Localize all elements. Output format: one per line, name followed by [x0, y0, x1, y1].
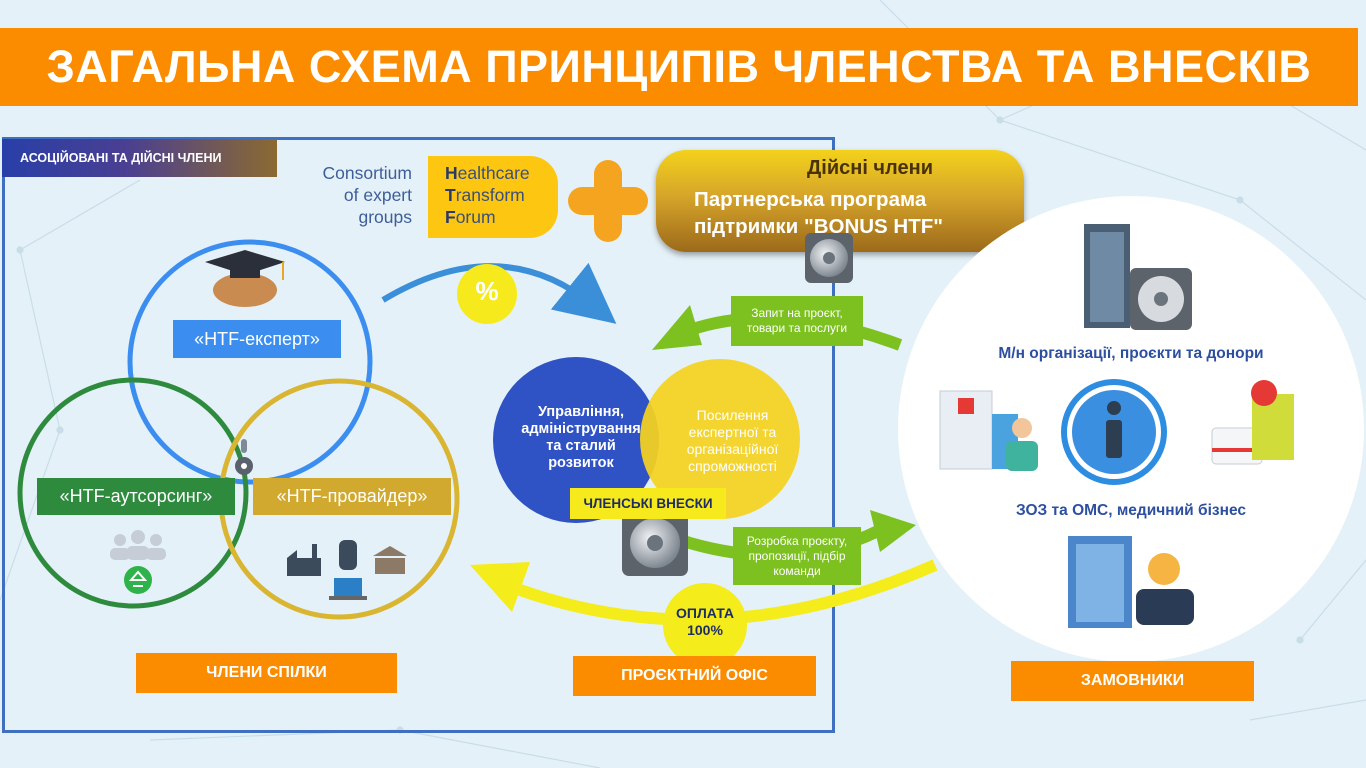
- gear-person-icon: [235, 439, 253, 475]
- htf-initial: T: [445, 185, 456, 205]
- htf-word: orum: [455, 207, 496, 227]
- people-icon: [110, 530, 166, 560]
- percent-text: %: [475, 276, 499, 306]
- capacity-line: експертної та: [688, 424, 777, 440]
- office-tower-icon: [1084, 224, 1130, 328]
- office-circle-management: [493, 357, 659, 523]
- doctor-icon: [1006, 418, 1038, 471]
- capacity-text: Посилення експертної та організаційної с…: [660, 407, 805, 475]
- htf-initial: F: [445, 207, 456, 227]
- payment-text: ОПЛАТА 100%: [665, 605, 745, 639]
- htf-provider-label: «HTF-провайдер»: [253, 478, 451, 515]
- management-line: та сталий: [546, 438, 616, 454]
- capacity-line: Посилення: [696, 407, 769, 423]
- safe-icon: [805, 233, 853, 283]
- customers-label: ЗАМОВНИКИ: [1011, 661, 1254, 701]
- request-arrow-head: [652, 305, 702, 350]
- recycle-icon: [124, 566, 152, 594]
- office-circle-capacity: [640, 359, 800, 519]
- develop-text: Розробка проєкту, пропозиції, підбір ком…: [733, 534, 861, 579]
- htf-outsourcing-label: «HTF-аутсорсинг»: [37, 478, 235, 515]
- capacity-line: організаційної: [686, 441, 779, 457]
- consortium-text: Consortium of expert groups: [292, 162, 412, 228]
- title-bar: ЗАГАЛЬНА СХЕМА ПРИНЦИПІВ ЧЛЕНСТВА ТА ВНЕ…: [0, 28, 1358, 106]
- info-icon: [1061, 379, 1167, 485]
- consortium-line: groups: [358, 207, 412, 227]
- request-box: [731, 296, 863, 346]
- htf-word: ransform: [455, 185, 525, 205]
- union-members-label: ЧЛЕНИ СПІЛКИ: [136, 653, 397, 693]
- develop-line: команди: [773, 564, 821, 578]
- intl-orgs-text: М/н організації, проєкти та донори: [998, 345, 1264, 362]
- graduation-cap-icon: [205, 250, 285, 307]
- payment-line: 100%: [687, 622, 723, 638]
- payment-arrow-head: [470, 562, 530, 612]
- bonus-program-text: Партнерська програма підтримки "BONUS HT…: [694, 186, 1014, 240]
- request-line: товари та послуги: [746, 321, 848, 335]
- request-line: Запит на проєкт,: [751, 306, 843, 320]
- management-line: Управління,: [537, 404, 625, 420]
- business-building-icon: [1068, 536, 1132, 628]
- page-title: ЗАГАЛЬНА СХЕМА ПРИНЦИПІВ ЧЛЕНСТВА ТА ВНЕ…: [46, 41, 1312, 92]
- capacity-line: спроможності: [688, 458, 777, 474]
- management-line: розвиток: [548, 455, 614, 471]
- gas-tank-icon: [339, 540, 357, 570]
- laptop-icon: [329, 578, 367, 600]
- health-orgs-text: ЗОЗ та ОМС, медичний бізнес: [1015, 502, 1247, 519]
- plus-icon-bar: [568, 187, 648, 215]
- develop-box: [733, 527, 861, 585]
- htf-word: ealthcare: [457, 163, 530, 183]
- membership-fees-label: ЧЛЕНСЬКІ ВНЕСКИ: [570, 488, 726, 519]
- venn-circle-expert: [127, 239, 373, 485]
- develop-line: Розробка проєкту,: [746, 534, 848, 548]
- factory-icon: [287, 544, 321, 576]
- htf-initial: H: [445, 163, 458, 183]
- bonus-line: Партнерська програма: [694, 188, 927, 211]
- customers-graphics: [939, 224, 1294, 628]
- request-text: Запит на проєкт, товари та послуги: [731, 306, 863, 336]
- venn-circle-outsourcing: [17, 377, 249, 609]
- management-line: адміністрування: [521, 421, 641, 437]
- consortium-line: of expert: [343, 185, 412, 205]
- payment-line: ОПЛАТА: [676, 605, 734, 621]
- percent-badge: [457, 264, 517, 324]
- management-text: Управління, адміністрування та сталий ро…: [506, 404, 656, 472]
- develop-line: пропозиції, підбір: [748, 549, 846, 563]
- develop-arrow-head: [870, 510, 916, 552]
- payment-badge: [663, 583, 747, 667]
- htf-expert-label: «HTF-експерт»: [173, 320, 341, 358]
- government-building-icon: [373, 546, 407, 574]
- consortium-line: Consortium: [322, 163, 412, 183]
- businessman-icon: [1136, 553, 1194, 625]
- hospital-icon: [1251, 380, 1294, 460]
- project-office-label: ПРОЄКТНИЙ ОФІС: [573, 656, 816, 696]
- safe-icon: [622, 510, 688, 576]
- bonus-line: підтримки "BONUS HTF": [694, 215, 943, 238]
- safe-icon: [1130, 268, 1192, 330]
- htf-logo: Healthcare Transform Forum: [428, 156, 558, 238]
- members-frame: [2, 137, 835, 733]
- full-members-title: Дійсні члени: [807, 157, 933, 179]
- assoc-members-label: АСОЦІЙОВАНІ ТА ДІЙСНІ ЧЛЕНИ: [2, 139, 277, 177]
